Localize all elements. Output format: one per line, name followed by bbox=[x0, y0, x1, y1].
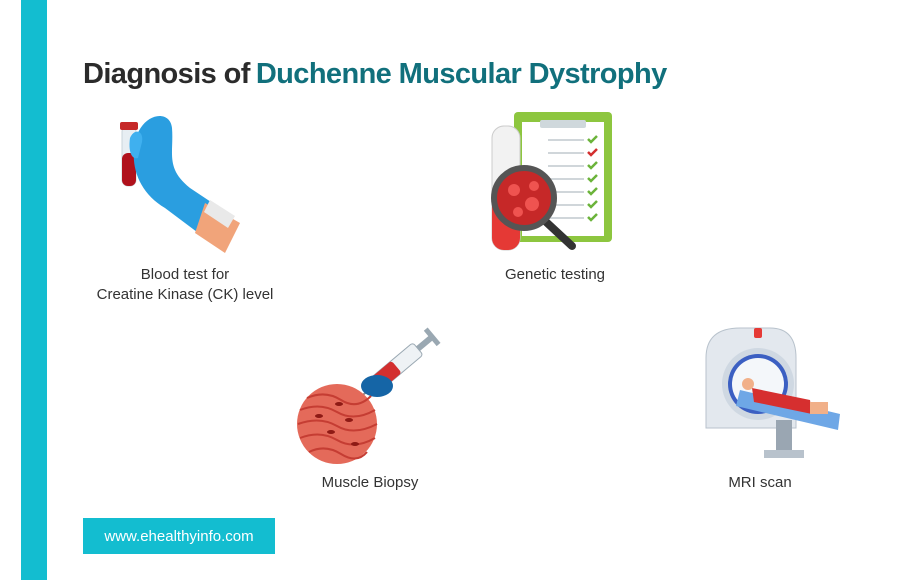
syringe-muscle-tissue-icon bbox=[297, 327, 441, 464]
accent-side-bar bbox=[21, 0, 47, 580]
title-highlight: Duchenne Muscular Dystrophy bbox=[255, 58, 667, 90]
caption-line-1: Blood test for bbox=[140, 266, 230, 283]
item-caption-mri-scan: MRI scan bbox=[728, 474, 792, 491]
caption-line-2: Creatine Kinase (CK) level bbox=[96, 286, 274, 303]
gloved-hand-blood-tube-icon bbox=[120, 116, 240, 253]
title-prefix: Diagnosis of bbox=[83, 58, 250, 90]
website-link[interactable]: www.ehealthyinfo.com bbox=[83, 518, 275, 554]
item-caption-blood-test: Blood test for Creatine Kinase (CK) leve… bbox=[75, 265, 295, 305]
item-caption-genetic-testing: Genetic testing bbox=[504, 266, 606, 283]
item-caption-muscle-biopsy: Muscle Biopsy bbox=[321, 474, 419, 491]
mri-scanner-icon bbox=[705, 327, 840, 458]
clipboard-test-tube-magnifier-icon bbox=[491, 112, 612, 251]
